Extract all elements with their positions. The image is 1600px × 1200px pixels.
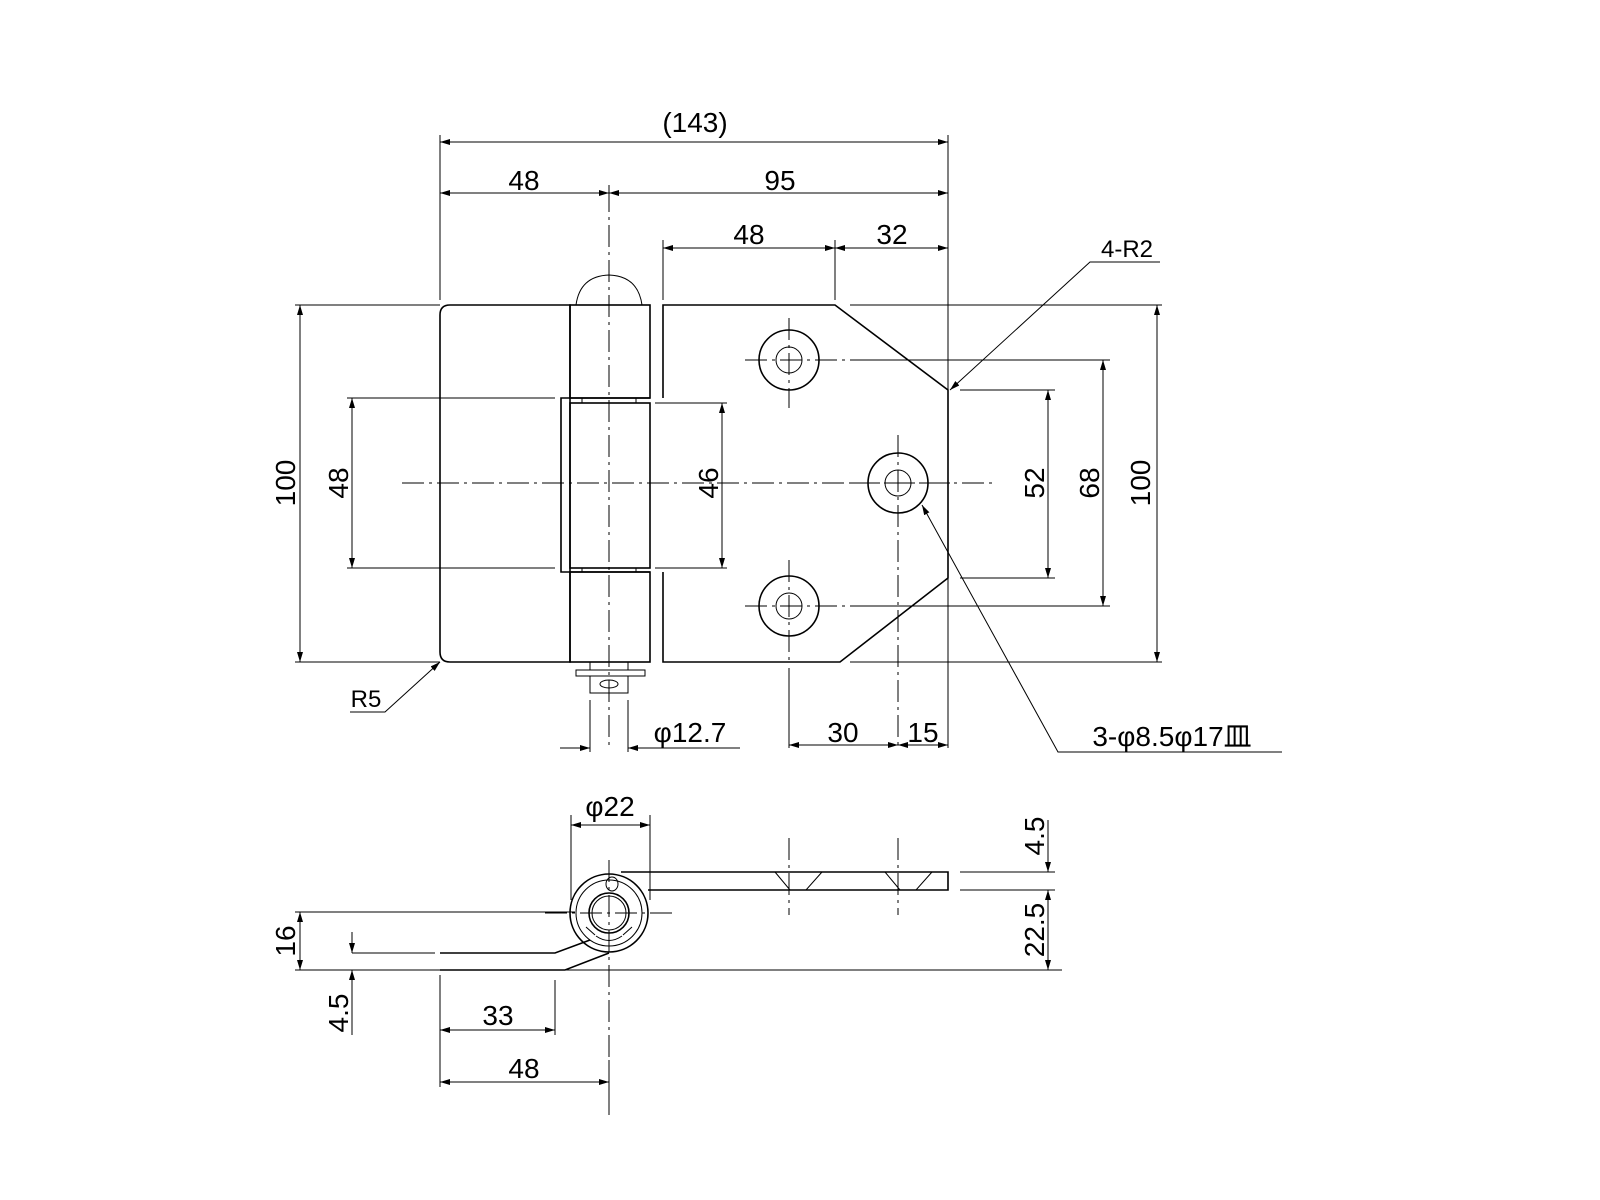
- side-view: φ22 4.5 22.5 16 4.5 33 48: [270, 791, 1062, 1115]
- dim-right-flat: 48: [733, 219, 764, 250]
- dim-pin-diameter: φ12.7: [654, 717, 727, 748]
- dim-left-height: 16: [270, 925, 301, 956]
- centerline: [402, 190, 1105, 750]
- left-leaf: [439, 304, 571, 663]
- dim-leaf-length: 48: [508, 1053, 539, 1084]
- dim-leaf-thickness-left: 4.5: [323, 994, 354, 1033]
- note-holes: 3-φ8.5φ17皿: [1092, 721, 1251, 752]
- dim-hole-pitch-68: 68: [1074, 467, 1105, 498]
- knuckle-top: [569, 304, 651, 399]
- dim-right-chamfer: 32: [876, 219, 907, 250]
- dim-height-left: 100: [270, 460, 301, 507]
- dim-left-leaf-width: 48: [508, 165, 539, 196]
- top-view: (143) 48 95 48 32 4-R2 100 48 46 52 68 1…: [270, 107, 1282, 753]
- dim-hole-offset-15: 15: [907, 717, 938, 748]
- note-corner-radius: 4-R2: [1101, 236, 1153, 263]
- right-leaf-section: [621, 871, 949, 891]
- dim-hole-pitch-52: 52: [1019, 467, 1050, 498]
- knuckle-bottom: [569, 571, 651, 663]
- dim-knuckle-diameter: φ22: [585, 791, 634, 822]
- dim-knuckle-gap: 48: [323, 467, 354, 498]
- note-r5: R5: [351, 686, 382, 713]
- left-leaf-section: [440, 939, 610, 971]
- dim-knuckle-middle: 46: [693, 467, 724, 498]
- dim-overall-width: (143): [662, 107, 727, 138]
- dim-hole-offset-30: 30: [827, 717, 858, 748]
- dim-right-leaf-width: 95: [764, 165, 795, 196]
- centerline: [545, 838, 899, 1115]
- knuckle-middle: [569, 402, 651, 569]
- pin-end: [575, 661, 646, 694]
- dim-height-right: 100: [1125, 460, 1156, 507]
- dim-leaf-thickness-right: 4.5: [1019, 817, 1050, 856]
- dim-offset-height: 22.5: [1019, 903, 1050, 958]
- dim-flat-length: 33: [482, 1000, 513, 1031]
